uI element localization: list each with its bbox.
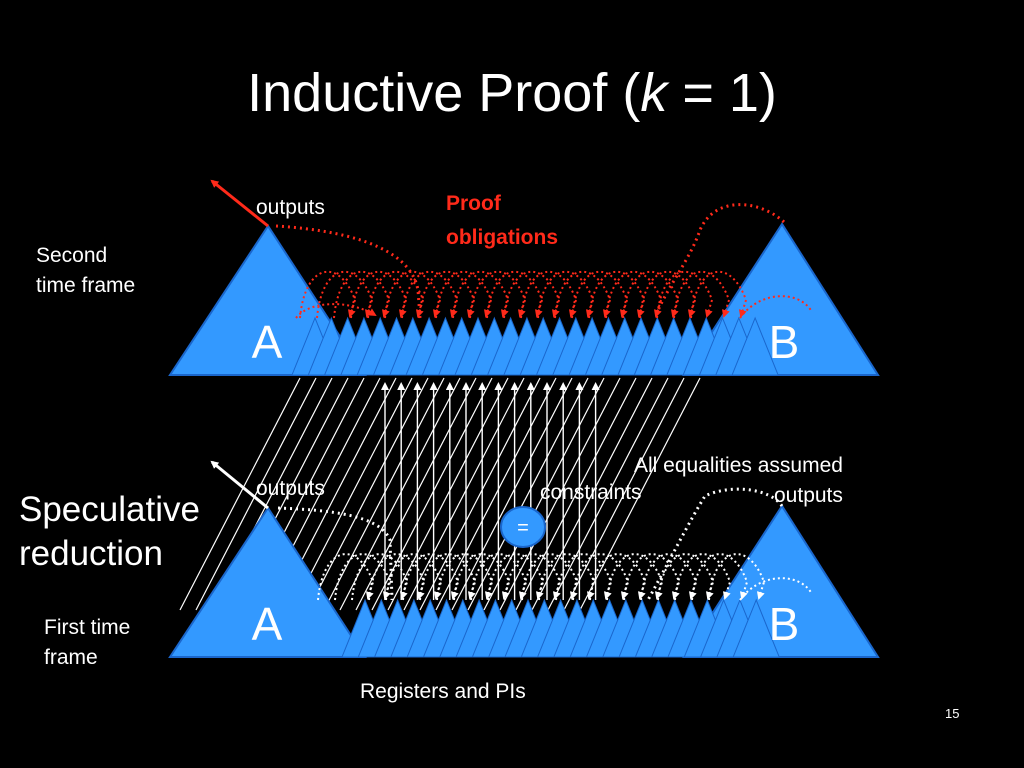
connector-line	[403, 377, 525, 611]
connector-line	[323, 377, 445, 611]
red-curve-left	[275, 224, 422, 319]
connector-line	[291, 377, 413, 611]
outputs-bottom-left-label: outputs	[256, 477, 325, 500]
title-suffix: = 1)	[667, 63, 777, 123]
connector-line	[499, 377, 621, 611]
second-time-frame-line-1: Second	[36, 244, 108, 267]
title-prefix: Inductive Proof (	[247, 63, 641, 123]
assumed-loop	[538, 553, 596, 601]
connector-line	[515, 377, 637, 611]
connector-line	[387, 377, 509, 611]
connector-line	[195, 377, 317, 611]
all-equalities-assumed-label: All equalities assumed	[634, 454, 843, 477]
connector-line	[435, 377, 557, 611]
connector-line	[179, 377, 301, 611]
second-time-frame-line-2: time frame	[36, 274, 136, 297]
assumed-loop	[606, 553, 664, 601]
title-variable: k	[640, 63, 668, 123]
speculative-reduction-line-2: reduction	[19, 534, 163, 573]
constraints-label: constraints	[540, 481, 642, 504]
assumed-loop	[640, 553, 698, 601]
speculative-reduction-label: Speculative reduction	[19, 488, 200, 576]
second-time-frame-label: Second time frame	[36, 241, 135, 301]
proof-obligation-loops	[295, 270, 813, 319]
proof-obligations-line-1: Proof	[446, 192, 501, 215]
connector-line	[563, 377, 685, 611]
assumed-loop	[317, 553, 375, 601]
output-arrow-bottom	[210, 460, 269, 510]
connector-line	[419, 377, 541, 611]
connector-line	[307, 377, 429, 611]
assumed-loop	[555, 553, 613, 601]
equality-node-label: =	[517, 517, 529, 539]
label-a-bottom: A	[252, 598, 283, 650]
label-a-top: A	[252, 316, 283, 368]
registers-and-pis-label: Registers and PIs	[360, 680, 526, 703]
label-b-bottom: B	[769, 598, 800, 650]
register-triangles-bottom	[341, 598, 780, 658]
connector-line	[579, 377, 701, 611]
assumed-loop	[739, 577, 813, 601]
assumed-loop	[385, 553, 443, 601]
connector-line	[547, 377, 669, 611]
slide-title: Inductive Proof (k = 1)	[0, 62, 1024, 124]
assumed-loop	[351, 553, 409, 601]
assumed-loop	[572, 553, 630, 601]
page-number: 15	[945, 706, 960, 721]
white-curve-left	[277, 506, 394, 601]
assumed-loop	[470, 553, 528, 601]
proof-obligations-label: Proof obligations	[446, 187, 558, 255]
assumed-loop	[419, 553, 477, 601]
speculative-reduction-line-1: Speculative	[19, 490, 200, 529]
obligation-loop	[739, 295, 813, 319]
assumed-loop	[436, 553, 494, 601]
assumed-loop	[453, 553, 511, 601]
connector-line	[531, 377, 653, 611]
proof-obligations-line-2: obligations	[446, 226, 558, 249]
connector-line	[483, 377, 605, 611]
output-arrow-top	[210, 179, 269, 228]
assumed-loop	[708, 553, 766, 601]
assumed-equality-loops	[317, 553, 813, 601]
assumed-loop	[623, 553, 681, 601]
assumed-loop	[691, 553, 749, 601]
assumed-loop	[521, 553, 579, 601]
first-time-frame-line-1: First time	[44, 616, 131, 639]
assumed-loop	[368, 553, 426, 601]
assumed-loop	[334, 553, 392, 601]
label-b-top: B	[769, 316, 800, 368]
equality-node	[500, 506, 546, 548]
assumed-loop	[504, 553, 562, 601]
outputs-top-label: outputs	[256, 196, 325, 219]
connector-line	[467, 377, 589, 611]
assumed-loop	[487, 553, 545, 601]
connector-line	[339, 377, 461, 611]
register-triangle	[732, 598, 780, 658]
register-triangles-top	[291, 316, 779, 376]
assumed-loop	[589, 553, 647, 601]
assumed-loop	[674, 553, 732, 601]
register-triangle	[731, 316, 779, 376]
assumed-loop	[657, 553, 715, 601]
connector-line	[451, 377, 573, 611]
constraint-arrows	[381, 382, 600, 600]
assumed-loop	[402, 553, 460, 601]
connector-line	[355, 377, 477, 611]
triangle-a-bottom	[168, 506, 367, 658]
white-curve-right	[646, 487, 784, 601]
first-time-frame-line-2: frame	[44, 646, 98, 669]
connector-line	[371, 377, 493, 611]
first-time-frame-label: First time frame	[44, 613, 130, 673]
red-curve-right	[653, 203, 786, 319]
outputs-bottom-right-label: outputs	[774, 484, 843, 507]
obligation-loop	[295, 303, 377, 319]
